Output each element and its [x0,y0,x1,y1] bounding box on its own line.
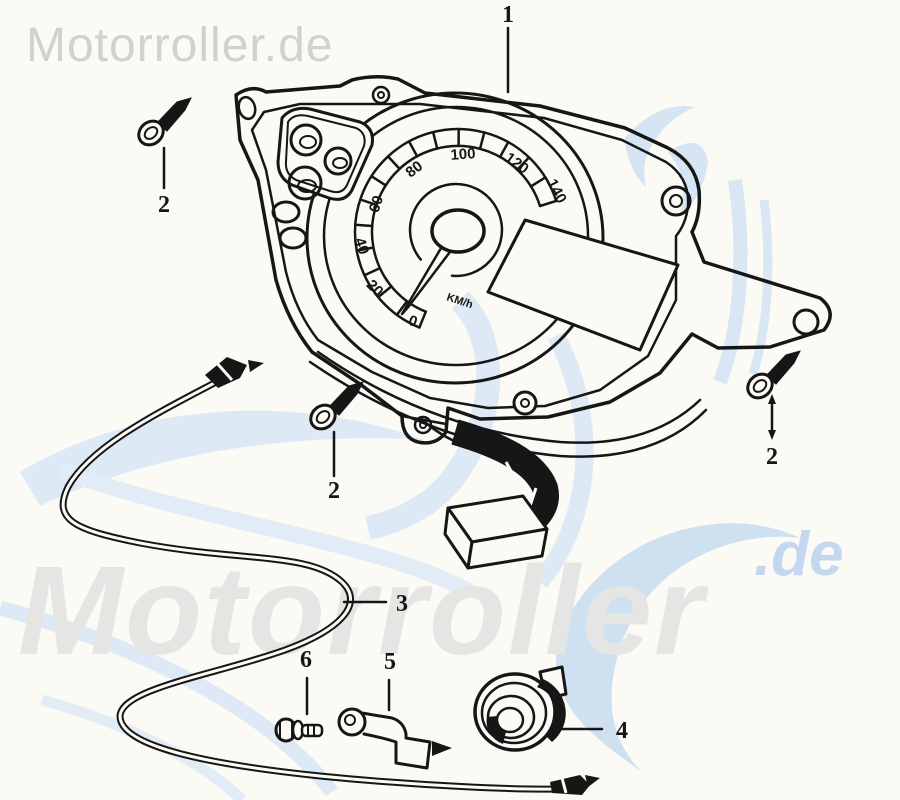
callout-2c-label: 2 [766,444,778,470]
dial-needle [400,182,504,316]
cable-end-arrow-icon [585,775,600,787]
odometer-window [486,218,680,352]
callout-6: 6 [300,647,312,716]
cable-lower-fitting [550,775,600,795]
indicator-lamp-1 [289,123,323,157]
indicator-lamp-3 [287,165,323,201]
watermark-top-left: Motorroller.de [26,19,334,72]
indicator-lamp-2 [323,146,353,176]
callout-2a: 2 [158,146,170,218]
dial-number-80: 80 [402,158,426,182]
mount-hole-top-tab [371,85,391,105]
callout-4-label: 4 [616,718,628,744]
callout-6-label: 6 [300,647,312,673]
callouts: 1 2 2 2 3 4 [158,2,778,744]
indicator-lamp-5 [278,226,308,250]
speedo-drive-unit [473,665,568,752]
screw-right [741,349,802,405]
dial-number-120: 120 [502,149,532,177]
callout-5-label: 5 [384,649,396,675]
mount-hole-top-left [237,95,257,121]
callout-3: 3 [342,591,408,617]
screw-bottom-center [304,380,365,436]
dial-number-60: 60 [366,194,387,215]
callout-2c: 2 [766,394,778,470]
callout-4: 4 [556,718,628,744]
callout-2b-label: 2 [328,478,340,504]
callout-2a-label: 2 [158,192,170,218]
wiring-harness [418,416,559,570]
harness-connector [443,494,549,570]
callout-1: 1 [502,2,514,94]
cable-upper-fitting [205,357,264,388]
direction-arrow-icon [432,741,452,756]
screw-top-left [132,96,193,152]
callout-5: 5 [384,649,396,712]
speedometer-dial: 0 20 40 60 80 100 120 140 KM/h [305,91,605,385]
callout-1-label: 1 [502,2,514,28]
watermark-big-text: Motorroller [18,540,706,681]
cable-bracket [337,707,452,770]
indicator-lamp-4 [271,200,301,224]
speedometer-cable [59,357,600,795]
dial-number-40: 40 [351,236,372,257]
callout-2b: 2 [328,430,340,504]
callout-3-label: 3 [396,591,408,617]
housing-screw-top-right [660,185,692,217]
housing-screw-bottom [512,390,538,416]
speedometer-assembly: 0 20 40 60 80 100 120 140 KM/h [234,75,832,570]
dial-unit-label: KM/h [445,291,475,311]
tick-marks [354,127,558,329]
dial-number-100: 100 [450,145,476,164]
small-bolt [274,717,324,743]
cable-end-arrow-icon [248,360,264,372]
mount-hole-right-arm [792,308,820,336]
watermark-big-suffix: .de [754,520,844,589]
indicator-cluster [271,106,374,250]
